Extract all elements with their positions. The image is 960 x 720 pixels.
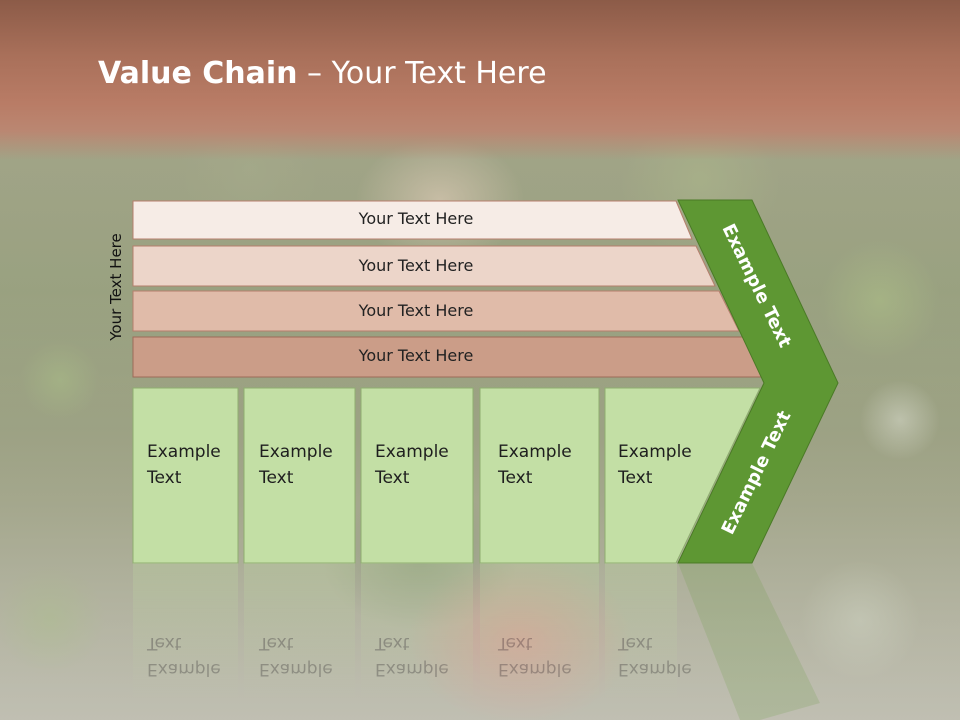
row-2-label: Your Text Here <box>358 256 474 275</box>
row-4-label: Your Text Here <box>358 346 474 365</box>
slide-title: Value Chain – Your Text Here <box>98 52 547 96</box>
box-3-label: Example Text <box>375 442 449 488</box>
box-5[interactable] <box>604 387 761 564</box>
box-1[interactable] <box>132 387 239 564</box>
box-1-label: Example Text <box>147 442 221 488</box>
row-1-bar[interactable] <box>132 200 693 240</box>
row-3-label: Your Text Here <box>358 301 474 320</box>
box-2[interactable] <box>243 387 356 564</box>
title-bold: Value Chain <box>98 56 298 91</box>
title-rest: – Your Text Here <box>297 56 547 91</box>
row-1-label: Your Text Here <box>358 209 474 228</box>
row-2-bar[interactable] <box>132 245 716 287</box>
title-band <box>0 0 960 160</box>
box-4-label: Example Text <box>498 442 572 488</box>
chevron-arrow[interactable] <box>677 199 839 564</box>
box-3[interactable] <box>360 387 474 564</box>
row-3-bar[interactable] <box>132 290 740 332</box>
box-4[interactable] <box>479 387 600 564</box>
box-5-label: Example Text <box>618 442 692 488</box>
box-2-label: Example Text <box>259 442 333 488</box>
